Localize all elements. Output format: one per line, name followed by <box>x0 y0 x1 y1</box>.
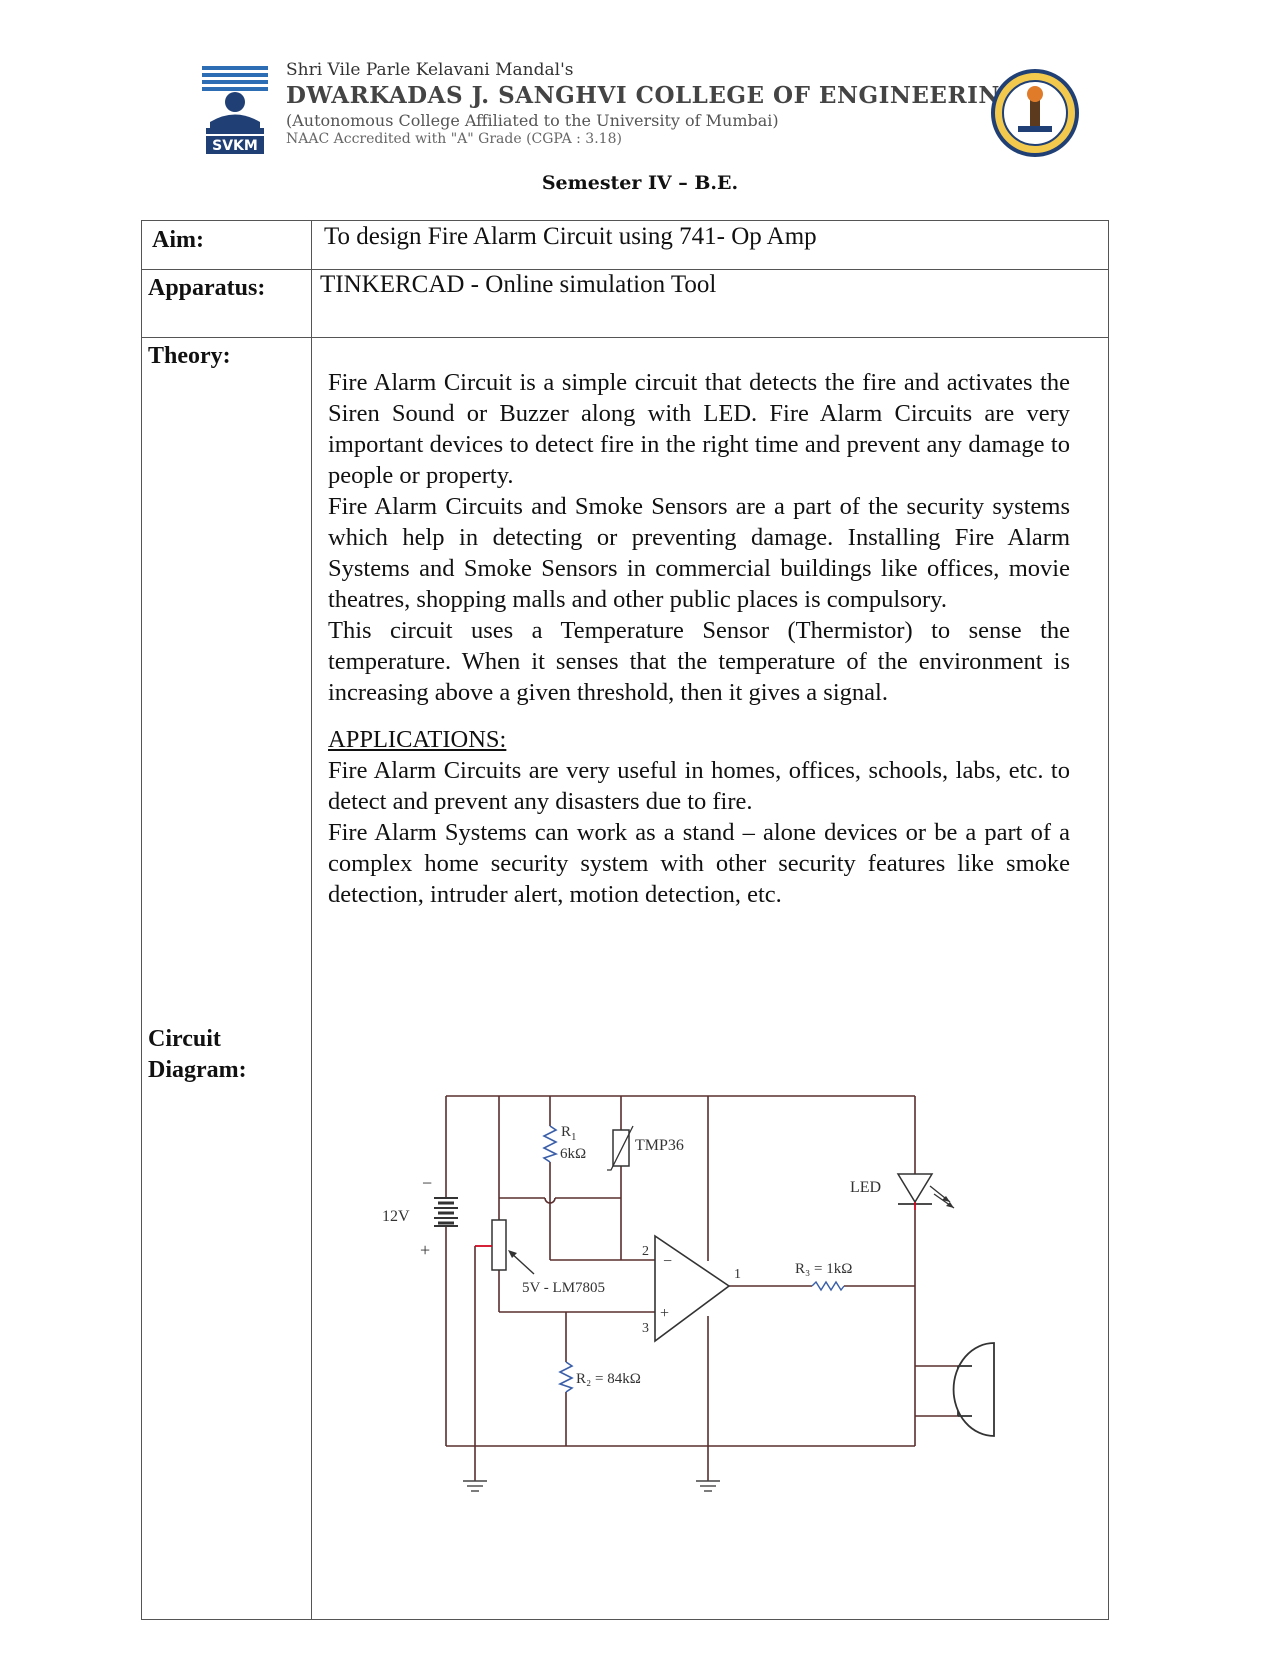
buzzer-icon <box>952 1342 995 1437</box>
pin-2-label: 2 <box>642 1244 649 1259</box>
led-label: LED <box>850 1179 881 1196</box>
lab-table: Aim: To design Fire Alarm Circuit using … <box>141 220 1109 1620</box>
college-crest-icon <box>991 69 1079 157</box>
battery-plus-sign: + <box>420 1240 430 1260</box>
r2-label: R₂ = 84kΩ <box>576 1371 641 1387</box>
r3-label: R₃ = 1kΩ <box>795 1261 852 1277</box>
ground-icon <box>696 1480 720 1492</box>
aim-label: Aim: <box>152 227 204 253</box>
opamp-minus: − <box>663 1253 672 1270</box>
r1-name: R1 <box>561 1124 577 1143</box>
semester-title: Semester IV – B.E. <box>541 172 739 194</box>
led-icon <box>896 1173 955 1210</box>
theory-paragraph: This circuit uses a Temperature Sensor (… <box>328 617 1070 706</box>
apparatus-text: TINKERCAD - Online simulation Tool <box>320 271 717 298</box>
battery-minus-sign: − <box>422 1173 432 1193</box>
potentiometer-icon <box>491 1219 507 1271</box>
applications-paragraph: Fire Alarm Systems can work as a stand –… <box>328 819 1070 908</box>
circuit-wires <box>445 1095 958 1481</box>
applications-paragraph: Fire Alarm Circuits are very useful in h… <box>328 757 1070 815</box>
apparatus-label: Apparatus: <box>148 275 266 301</box>
r1-value: 6kΩ <box>560 1146 586 1162</box>
circuit-diagram: 12V − + 5V - LM7805 R1 6kΩ TMP36 − + 2 3… <box>382 1095 995 1492</box>
resistor-r1-icon <box>542 1125 559 1163</box>
accreditation: NAAC Accredited with "A" Grade (CGPA : 3… <box>286 131 622 147</box>
circuit-label-line: Diagram: <box>148 1057 247 1083</box>
trust-name: Shri Vile Parle Kelavani Mandal's <box>286 60 574 80</box>
college-header: SVKM Shri Vile Parle Kelavani Mandal's D… <box>190 58 1090 168</box>
affiliation: (Autonomous College Affiliated to the Un… <box>286 111 779 130</box>
circuit-diagram-label: Circuit Diagram: <box>148 1024 247 1086</box>
college-name: DWARKADAS J. SANGHVI COLLEGE OF ENGINEER… <box>286 82 1020 109</box>
header-text: Shri Vile Parle Kelavani Mandal's DWARKA… <box>286 58 1020 147</box>
svkm-logo-text: SVKM <box>212 138 258 154</box>
row-divider <box>142 269 1108 270</box>
opamp-icon <box>654 1234 731 1343</box>
regulator-label: 5V - LM7805 <box>522 1280 605 1296</box>
circuit-label-line: Circuit <box>148 1026 221 1052</box>
pin-3-label: 3 <box>642 1321 649 1336</box>
theory-paragraph: Fire Alarm Circuit is a simple circuit t… <box>328 369 1070 489</box>
resistor-r2-icon <box>557 1361 574 1393</box>
resistor-r3-icon <box>811 1280 845 1292</box>
svkm-logo-icon: SVKM <box>202 66 268 154</box>
pin-1-label: 1 <box>734 1267 741 1282</box>
applications-heading: APPLICATIONS: <box>328 726 507 753</box>
opamp-plus: + <box>660 1305 669 1322</box>
theory-label: Theory: <box>148 343 231 369</box>
theory-content: Fire Alarm Circuit is a simple circuit t… <box>328 367 1070 910</box>
battery-label: 12V <box>382 1208 410 1225</box>
aim-text: To design Fire Alarm Circuit using 741- … <box>324 223 817 250</box>
column-divider <box>311 221 312 1619</box>
theory-paragraph: Fire Alarm Circuits and Smoke Sensors ar… <box>328 493 1070 613</box>
battery-icon <box>434 1197 458 1227</box>
row-divider <box>142 337 1108 338</box>
ground-icon <box>463 1480 487 1492</box>
tmp36-label: TMP36 <box>635 1137 684 1154</box>
